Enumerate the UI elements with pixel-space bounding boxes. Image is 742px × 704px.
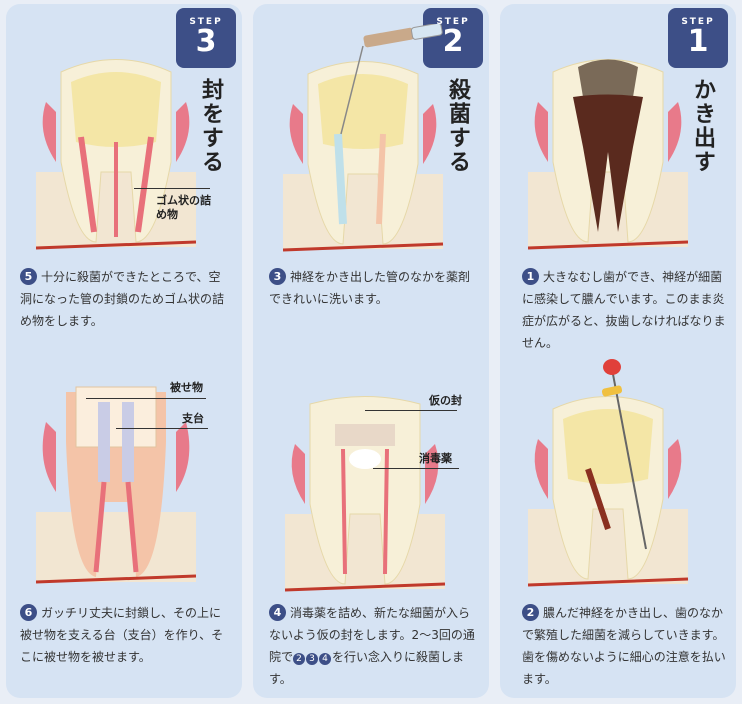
- step-number: 3: [195, 24, 217, 59]
- step-number: 2: [442, 24, 464, 59]
- step3-badge: STEP 3: [176, 8, 236, 68]
- caption-number: 2: [522, 604, 539, 621]
- caption-text: 消毒薬を詰め、新たな細菌が入らないよう仮の封をします。2〜3回の通院で: [269, 606, 475, 664]
- step3-title: 封をする: [198, 78, 223, 174]
- step2-badge: STEP 2: [423, 8, 483, 68]
- ref-number: 3: [306, 653, 319, 665]
- disinfectant-callout: 消毒薬: [419, 452, 452, 465]
- tooth-file-illustration: [528, 359, 689, 587]
- step2-title: 殺菌する: [445, 78, 470, 174]
- tooth-crown-illustration: [36, 386, 196, 584]
- caption-text: 十分に殺菌ができたところで、空洞になった管の封鎖のためゴム状の詰め物をします。: [20, 270, 225, 328]
- temp-seal-callout: 仮の封: [429, 394, 462, 407]
- caption-number: 3: [269, 268, 286, 285]
- caption-text: を行い念入りに殺菌します。: [269, 650, 465, 686]
- rubber-filling-callout: ゴム状の詰め物: [156, 194, 211, 221]
- crown-callout: 被せ物: [170, 381, 203, 394]
- caption-text: 神経をかき出した管のなかを薬剤できれいに洗います。: [269, 270, 471, 306]
- caption-number: 5: [20, 268, 37, 285]
- step1-title: かき出す: [690, 78, 715, 174]
- tooth-cleaning-illustration: [283, 24, 444, 252]
- step-number: 1: [687, 24, 709, 59]
- caption-text: 大きなむし歯ができ、神経が細菌に感染して膿んでいます。このまま炎症が広がると、抜…: [522, 270, 726, 350]
- callout-leader: [134, 188, 210, 189]
- caption-text: ガッチリ丈夫に封鎖し、その上に被せ物を支える台（支台）を作り、そこに被せ物を被せ…: [20, 606, 224, 664]
- step-label: STEP: [681, 17, 715, 27]
- step-label: STEP: [436, 17, 470, 27]
- abutment-callout: 支台: [182, 412, 204, 425]
- tooth-seal-illustration: [285, 396, 445, 592]
- tooth-decay-illustration: [528, 59, 688, 250]
- temp-seal-leader: [365, 410, 457, 411]
- caption-text: 膿んだ神経をかき出し、歯のなかで繁殖した細菌を減らしていきます。歯を傷めないよう…: [522, 606, 726, 686]
- disinfectant-leader: [373, 468, 459, 469]
- caption-number: 1: [522, 268, 539, 285]
- crown-leader: [86, 398, 206, 399]
- caption-number: 6: [20, 604, 37, 621]
- abutment-leader: [116, 428, 208, 429]
- tooth-filled-illustration: [36, 59, 196, 250]
- ref-number: 4: [319, 653, 332, 665]
- step-label: STEP: [189, 17, 223, 27]
- step1-badge: STEP 1: [668, 8, 728, 68]
- ref-number: 2: [293, 653, 306, 665]
- caption-number: 4: [269, 604, 286, 621]
